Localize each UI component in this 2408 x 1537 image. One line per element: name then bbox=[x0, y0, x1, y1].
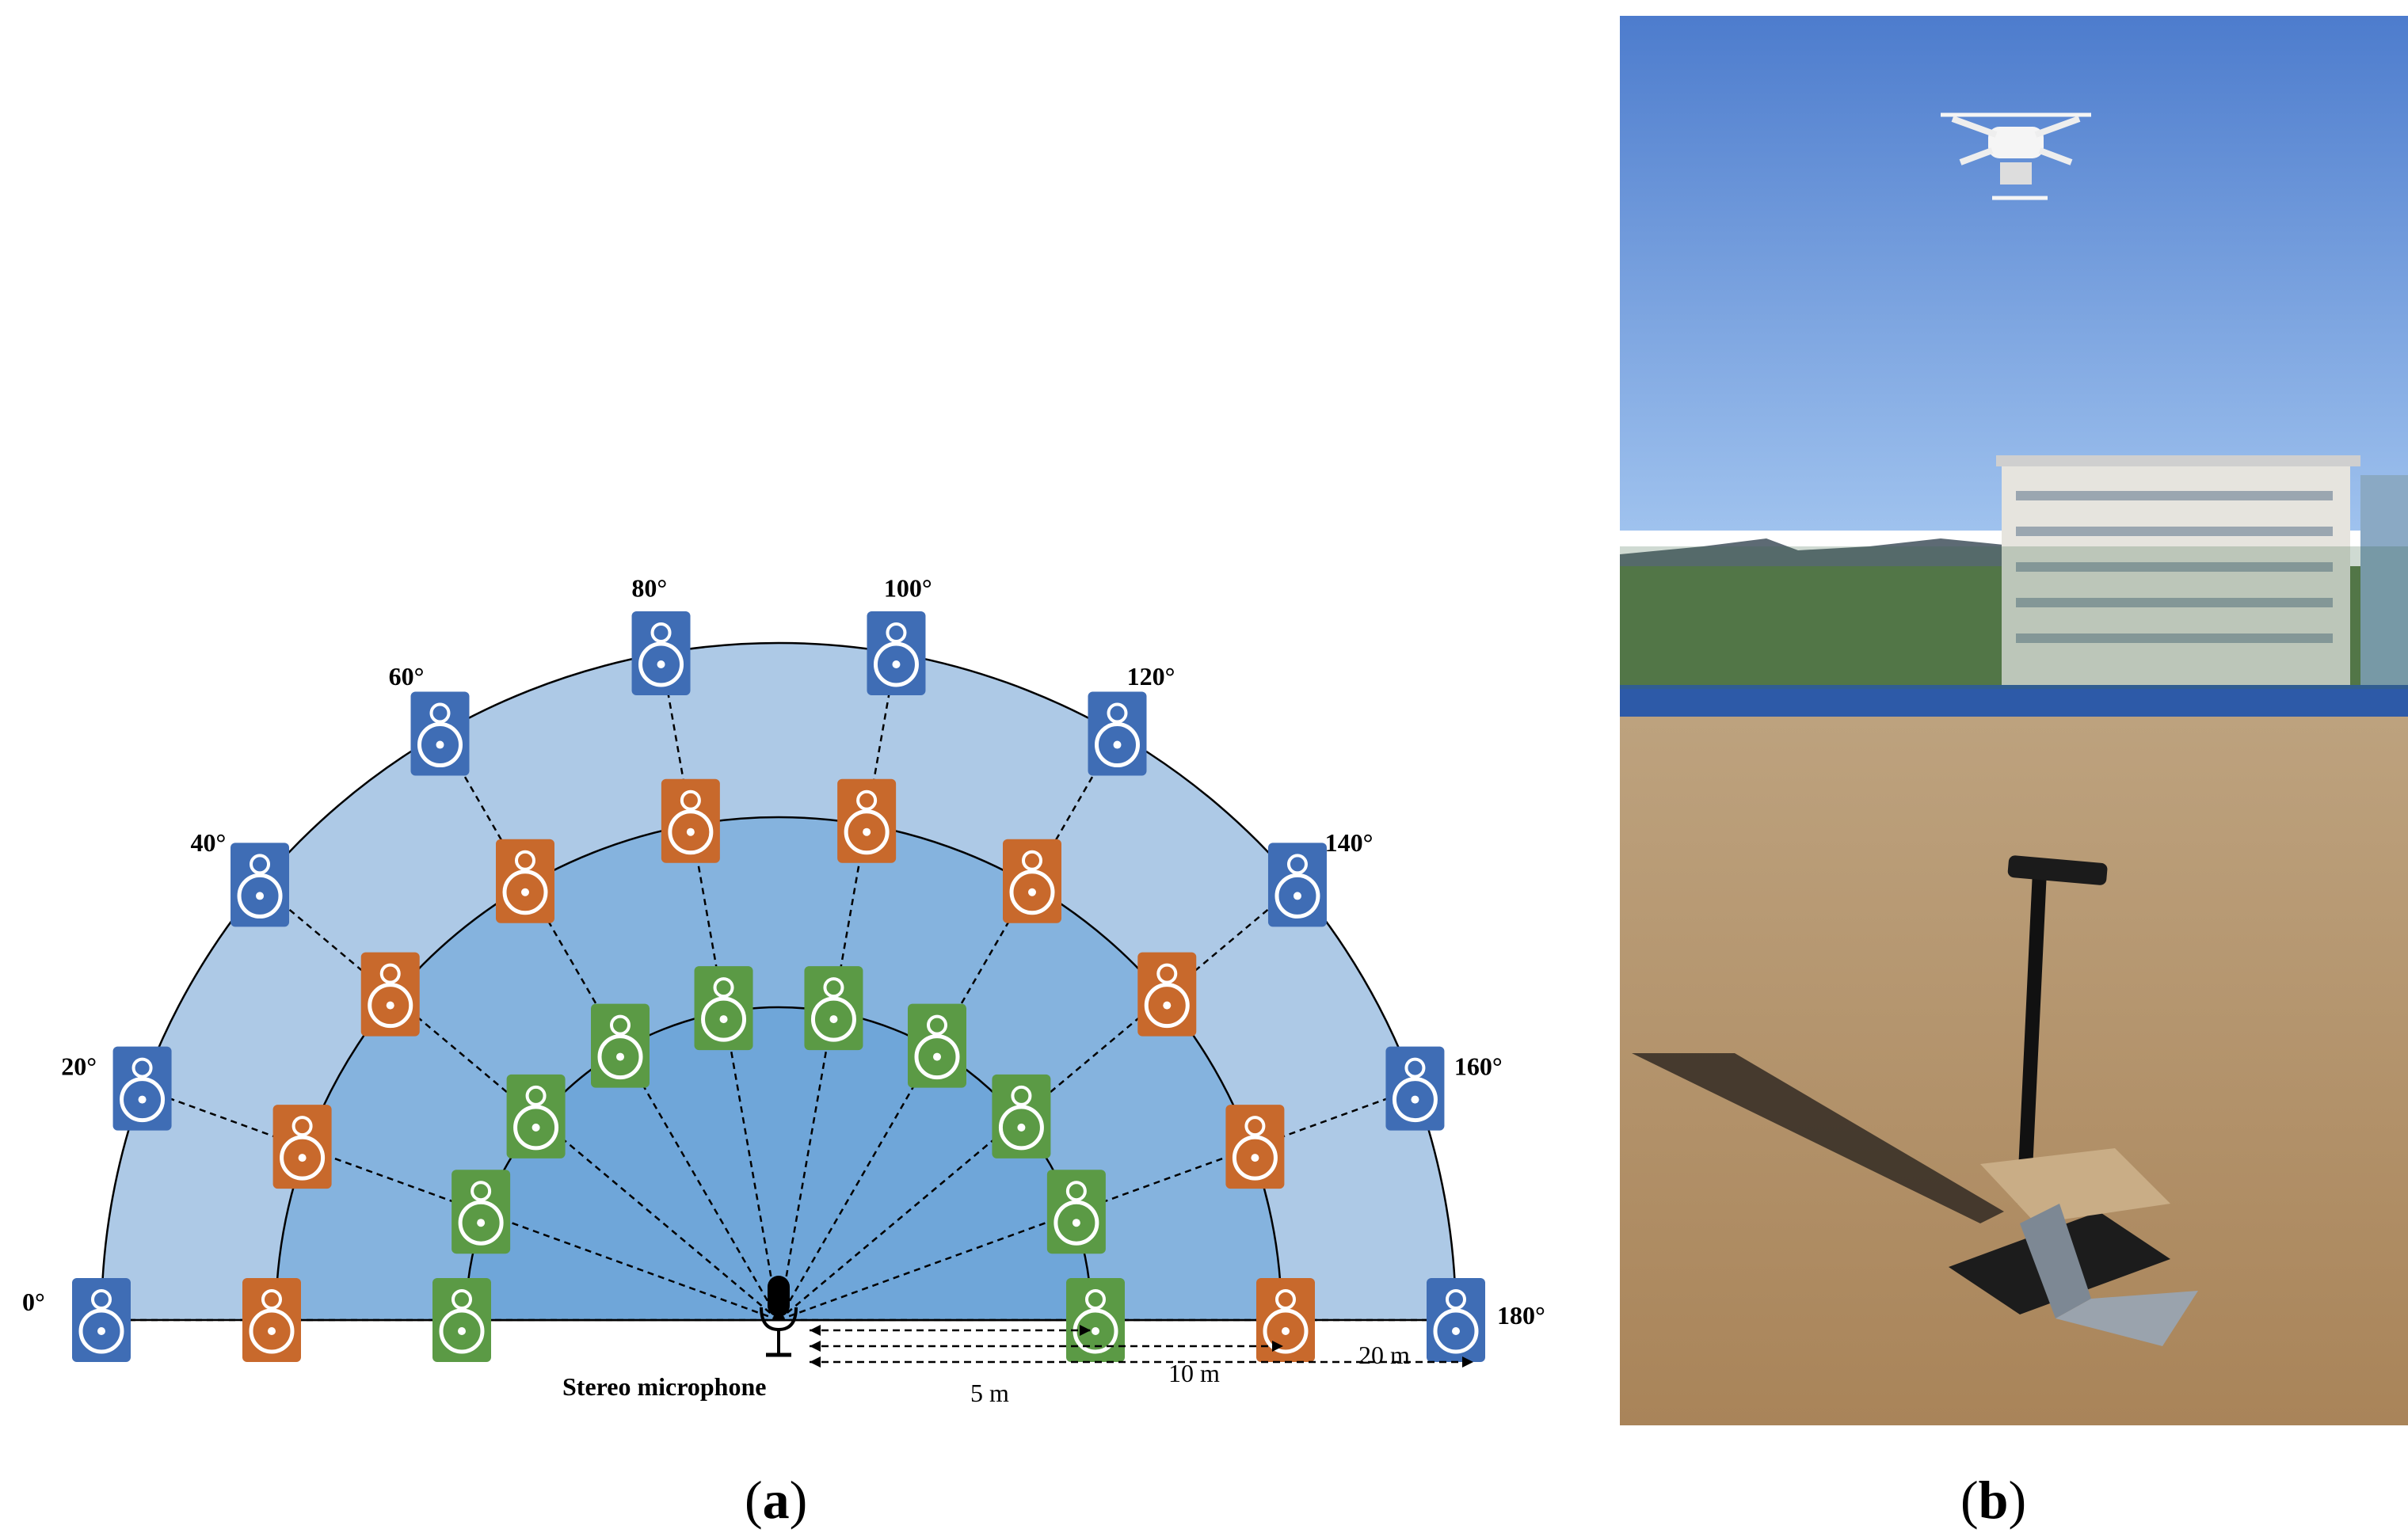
speaker-icon-10m-120 bbox=[1003, 839, 1061, 923]
drone-icon bbox=[1941, 112, 2091, 200]
speaker-icon-5m-180 bbox=[1066, 1278, 1125, 1362]
microphone-label: Stereo microphone bbox=[562, 1372, 766, 1401]
arrowheads bbox=[810, 1325, 1473, 1368]
speaker-icon-10m-100 bbox=[837, 778, 897, 863]
angle-labels: 0° 20° 40° 60° 80° 100° 120° 140° 160° 180° bbox=[22, 573, 1545, 1330]
speaker-icon-5m-140 bbox=[992, 1074, 1051, 1158]
speaker-icon-20m-100 bbox=[867, 611, 926, 695]
speaker-icon-20m-140 bbox=[1267, 843, 1327, 927]
angle-label-60: 60° bbox=[389, 662, 425, 691]
angle-label-140: 140° bbox=[1325, 828, 1374, 857]
speaker-icon-5m-80 bbox=[694, 966, 753, 1051]
speaker-layout-diagram: 0° 20° 40° 60° 80° 100° 120° 140° 160° 180° Stere… bbox=[22, 573, 1545, 1407]
speaker-icon-20m-40 bbox=[231, 843, 290, 927]
laptop-icon bbox=[2020, 1204, 2198, 1346]
speaker-icon-10m-40 bbox=[360, 952, 420, 1037]
sky bbox=[1620, 16, 2408, 531]
speaker-icon-10m-80 bbox=[661, 778, 720, 863]
speaker-icon-5m-20 bbox=[452, 1170, 511, 1254]
speaker-icon-10m-160 bbox=[1225, 1105, 1285, 1189]
speaker-icon-20m-0 bbox=[72, 1278, 131, 1362]
speaker-icon-5m-120 bbox=[908, 1003, 966, 1088]
field-photo bbox=[1620, 16, 2408, 1425]
speaker-icon-10m-0 bbox=[242, 1278, 301, 1362]
speaker-icon-10m-60 bbox=[496, 839, 554, 923]
microphone-icon bbox=[760, 1276, 798, 1357]
speaker-icon-10m-140 bbox=[1137, 952, 1197, 1037]
angle-label-80: 80° bbox=[631, 573, 667, 602]
speaker-icon-20m-80 bbox=[631, 611, 691, 695]
speaker-icon-5m-160 bbox=[1046, 1170, 1106, 1254]
stand-shadow bbox=[1632, 1053, 2004, 1223]
fence-banner bbox=[1620, 685, 2408, 717]
speaker-icon-10m-180 bbox=[1256, 1278, 1315, 1362]
distance-label-10m: 10 m bbox=[1168, 1359, 1220, 1387]
speaker-icon-5m-60 bbox=[591, 1003, 650, 1088]
panel-label-a: (a) bbox=[745, 1470, 808, 1530]
panel-label-b: (b) bbox=[1960, 1470, 2027, 1530]
angle-label-120: 120° bbox=[1127, 662, 1175, 691]
speaker-icon-20m-180 bbox=[1427, 1278, 1485, 1362]
speakers bbox=[72, 611, 1485, 1362]
speaker-icon-20m-160 bbox=[1385, 1046, 1445, 1131]
angle-label-180: 180° bbox=[1497, 1301, 1545, 1330]
speaker-icon-10m-20 bbox=[272, 1105, 332, 1189]
distance-label-20m: 20 m bbox=[1358, 1341, 1410, 1369]
angle-label-40: 40° bbox=[191, 828, 227, 857]
speaker-icon-5m-40 bbox=[506, 1074, 566, 1158]
angle-label-100: 100° bbox=[884, 573, 932, 602]
distance-label-5m: 5 m bbox=[970, 1379, 1009, 1407]
angle-label-0: 0° bbox=[22, 1288, 45, 1316]
angle-label-20: 20° bbox=[61, 1052, 97, 1081]
angle-label-160: 160° bbox=[1454, 1052, 1503, 1081]
speaker-icon-5m-100 bbox=[804, 966, 863, 1051]
speaker-icon-20m-120 bbox=[1088, 691, 1147, 776]
building bbox=[1996, 455, 2408, 713]
speaker-icon-20m-60 bbox=[410, 691, 470, 776]
distance-rings bbox=[100, 641, 1457, 1322]
fence-net bbox=[1620, 546, 2408, 689]
speaker-icon-5m-0 bbox=[432, 1278, 491, 1362]
distance-arrows bbox=[810, 1329, 1473, 1364]
speaker-icon-20m-20 bbox=[112, 1046, 172, 1131]
